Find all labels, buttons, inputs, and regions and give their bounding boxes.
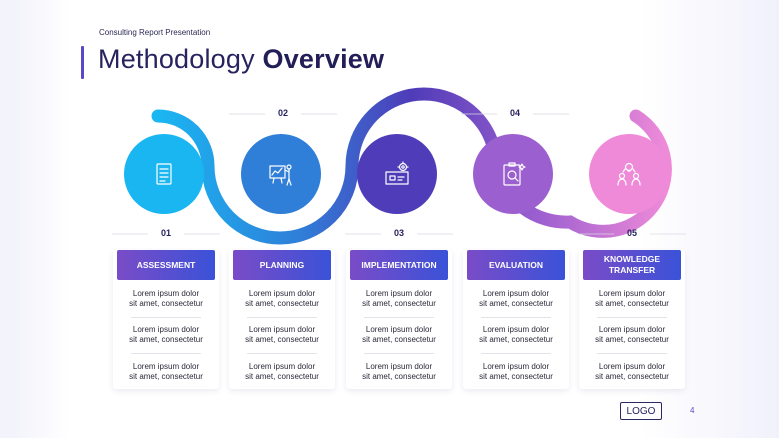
card-item-divider bbox=[597, 317, 667, 318]
clipboard-magnifier-icon bbox=[498, 159, 528, 189]
step-label: KNOWLEDGE TRANSFER bbox=[603, 254, 661, 275]
step-label: ASSESSMENT bbox=[136, 259, 196, 270]
title-bold: Overview bbox=[262, 44, 385, 74]
card-item-divider bbox=[131, 353, 201, 354]
title-regular: Methodology bbox=[98, 44, 263, 74]
card-item-divider bbox=[247, 353, 317, 354]
step-number-3: 03 bbox=[393, 228, 404, 238]
step-label: IMPLEMENTATION bbox=[361, 259, 437, 270]
checklist-icon bbox=[149, 159, 179, 189]
step-circle-3 bbox=[357, 134, 437, 214]
step-circle-2 bbox=[241, 134, 321, 214]
page-number: 4 bbox=[690, 406, 695, 415]
step-number-5: 05 bbox=[626, 228, 637, 238]
step-label: PLANNING bbox=[259, 259, 305, 270]
title-accent-bar bbox=[81, 46, 84, 79]
wave-path bbox=[151, 87, 672, 245]
card-item-divider bbox=[364, 317, 434, 318]
card-item-divider bbox=[481, 317, 551, 318]
step-card-header: IMPLEMENTATION bbox=[350, 250, 448, 280]
card-item-divider bbox=[597, 353, 667, 354]
gear-blueprint-icon bbox=[382, 159, 412, 189]
step-card-header: ASSESSMENT bbox=[117, 250, 215, 280]
step-circle-1 bbox=[124, 134, 204, 214]
slide-title: Methodology Overview bbox=[98, 44, 384, 75]
card-item-divider bbox=[131, 317, 201, 318]
step-label: EVALUATION bbox=[489, 259, 543, 270]
card-item-divider bbox=[247, 317, 317, 318]
presentation-board-icon bbox=[266, 159, 296, 189]
card-item-divider bbox=[364, 353, 434, 354]
step-number-4: 04 bbox=[509, 108, 520, 118]
step-card-header: PLANNING bbox=[233, 250, 331, 280]
logo-placeholder: LOGO bbox=[620, 402, 662, 420]
step-card-header: EVALUATION bbox=[467, 250, 565, 280]
step-number-2: 02 bbox=[277, 108, 288, 118]
step-card-header: KNOWLEDGE TRANSFER bbox=[583, 250, 681, 280]
step-circle-4 bbox=[473, 134, 553, 214]
step-circle-5 bbox=[589, 134, 669, 214]
presentation-subtitle: Consulting Report Presentation bbox=[99, 28, 211, 37]
people-idea-icon bbox=[614, 159, 644, 189]
step-number-1: 01 bbox=[160, 228, 171, 238]
card-item-divider bbox=[481, 353, 551, 354]
